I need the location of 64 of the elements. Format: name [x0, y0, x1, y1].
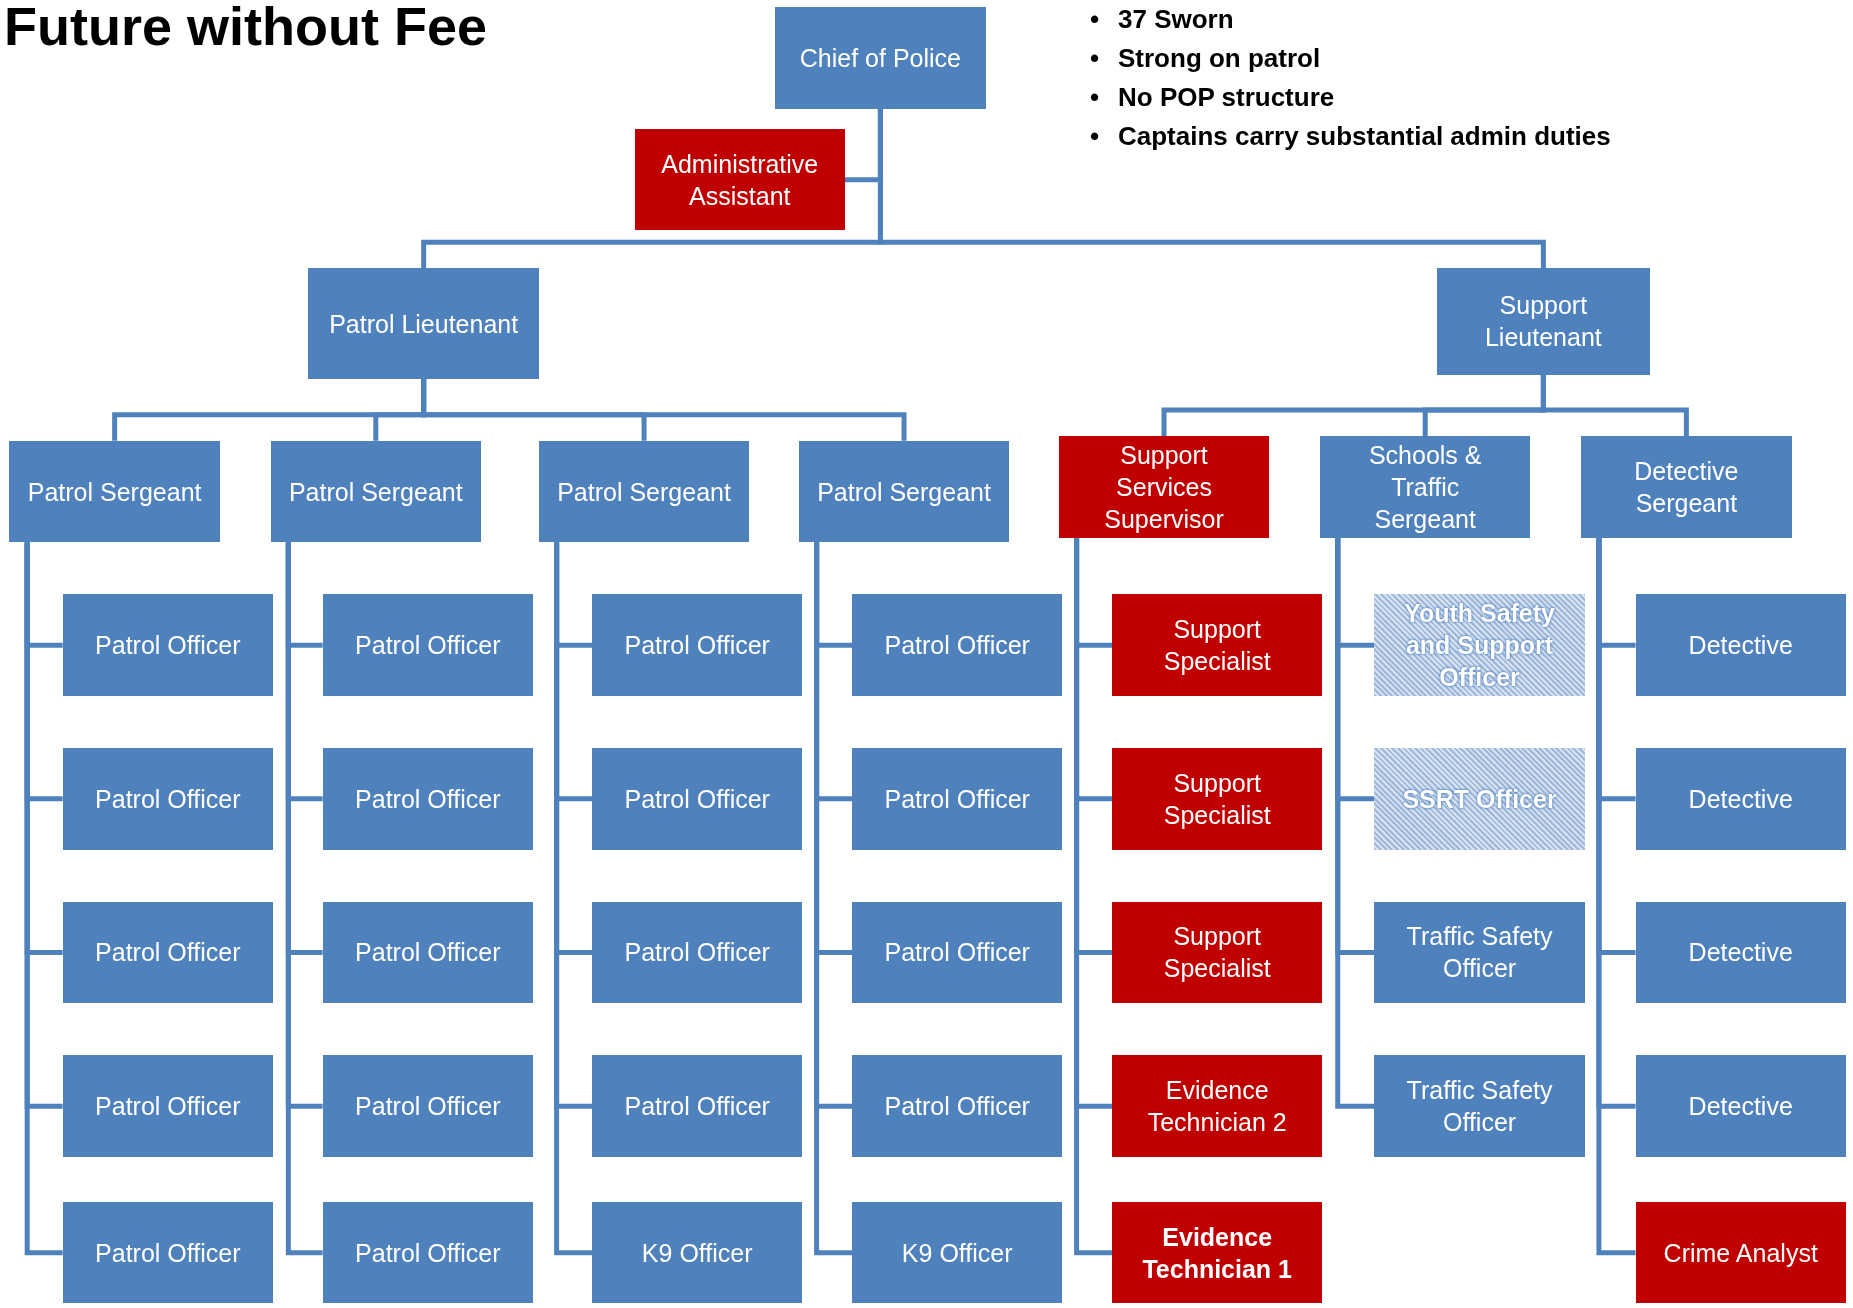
position-box: Patrol Officer — [322, 748, 533, 850]
position-box: Youth Safety and Support Officer — [1374, 594, 1585, 697]
position-box: Support Specialist — [1112, 901, 1323, 1004]
position-box: Schools & Traffic Sergeant — [1320, 436, 1531, 538]
position-box: Patrol Officer — [592, 1055, 803, 1157]
position-box: Detective Sergeant — [1581, 436, 1792, 538]
position-box: Administrative Assistant — [634, 128, 845, 231]
position-box: Patrol Officer — [62, 1201, 273, 1304]
position-box: SSRT Officer — [1374, 748, 1585, 850]
position-box: Patrol Officer — [592, 594, 803, 697]
position-box: Patrol Officer — [62, 748, 273, 850]
position-box: Detective — [1635, 748, 1846, 850]
connector-line — [1540, 374, 1689, 437]
position-box: Patrol Officer — [62, 901, 273, 1004]
connector-line — [24, 542, 63, 1256]
position-box: Evidence Technician 2 — [1112, 1055, 1323, 1157]
position-box: Patrol Officer — [852, 901, 1063, 1004]
position-box: Patrol Officer — [322, 1055, 533, 1157]
position-box: Patrol Sergeant — [798, 440, 1010, 543]
position-box: K9 Officer — [852, 1201, 1063, 1304]
position-box: Patrol Officer — [62, 1055, 273, 1157]
bullet-marker: • — [1090, 120, 1100, 153]
connector-line — [877, 108, 1546, 269]
connector-line — [1335, 537, 1375, 1109]
connector-line — [285, 542, 323, 1256]
bullet-marker: • — [1090, 81, 1100, 114]
position-box: Support Specialist — [1112, 594, 1323, 697]
connector-line — [1074, 537, 1113, 1256]
position-box: Patrol Officer — [852, 748, 1063, 850]
position-box: Detective — [1635, 1055, 1846, 1157]
position-box: Patrol Officer — [62, 594, 273, 697]
connector-line — [554, 542, 593, 1256]
position-box: Patrol Officer — [852, 1055, 1063, 1157]
position-box: Evidence Technician 1 — [1112, 1201, 1323, 1304]
position-box: Traffic Safety Officer — [1374, 901, 1585, 1004]
connector-line — [814, 542, 853, 1256]
bullet-marker: • — [1090, 42, 1100, 75]
position-box: Detective — [1635, 594, 1846, 697]
connector-line — [1596, 537, 1636, 1256]
chart-title: Future without Fee — [4, 0, 487, 58]
position-box: Patrol Officer — [322, 1201, 533, 1304]
position-box: Crime Analyst — [1635, 1201, 1846, 1304]
bullet-note: No POP structure — [1118, 81, 1335, 114]
position-box: Support Lieutenant — [1437, 268, 1650, 375]
position-box: Patrol Officer — [592, 748, 803, 850]
position-box: Traffic Safety Officer — [1374, 1055, 1585, 1157]
position-box: Patrol Officer — [852, 594, 1063, 697]
position-box: Patrol Lieutenant — [308, 268, 539, 380]
position-box: Support Services Supervisor — [1058, 436, 1270, 538]
position-box: Patrol Officer — [322, 901, 533, 1004]
bullet-note: Captains carry substantial admin duties — [1118, 120, 1611, 153]
bullet-marker: • — [1090, 3, 1100, 36]
bullet-note: Strong on patrol — [1118, 42, 1321, 75]
position-box: Patrol Sergeant — [270, 440, 481, 543]
position-box: Patrol Sergeant — [9, 440, 220, 543]
bullet-note: 37 Sworn — [1118, 3, 1234, 36]
position-box: Patrol Officer — [592, 901, 803, 1004]
position-box: Chief of Police — [775, 7, 986, 109]
connector-line — [421, 379, 907, 441]
position-box: Patrol Sergeant — [538, 440, 750, 543]
position-box: Patrol Officer — [322, 594, 533, 697]
position-box: K9 Officer — [592, 1201, 803, 1304]
position-box: Detective — [1635, 901, 1846, 1004]
position-box: Support Specialist — [1112, 748, 1323, 850]
